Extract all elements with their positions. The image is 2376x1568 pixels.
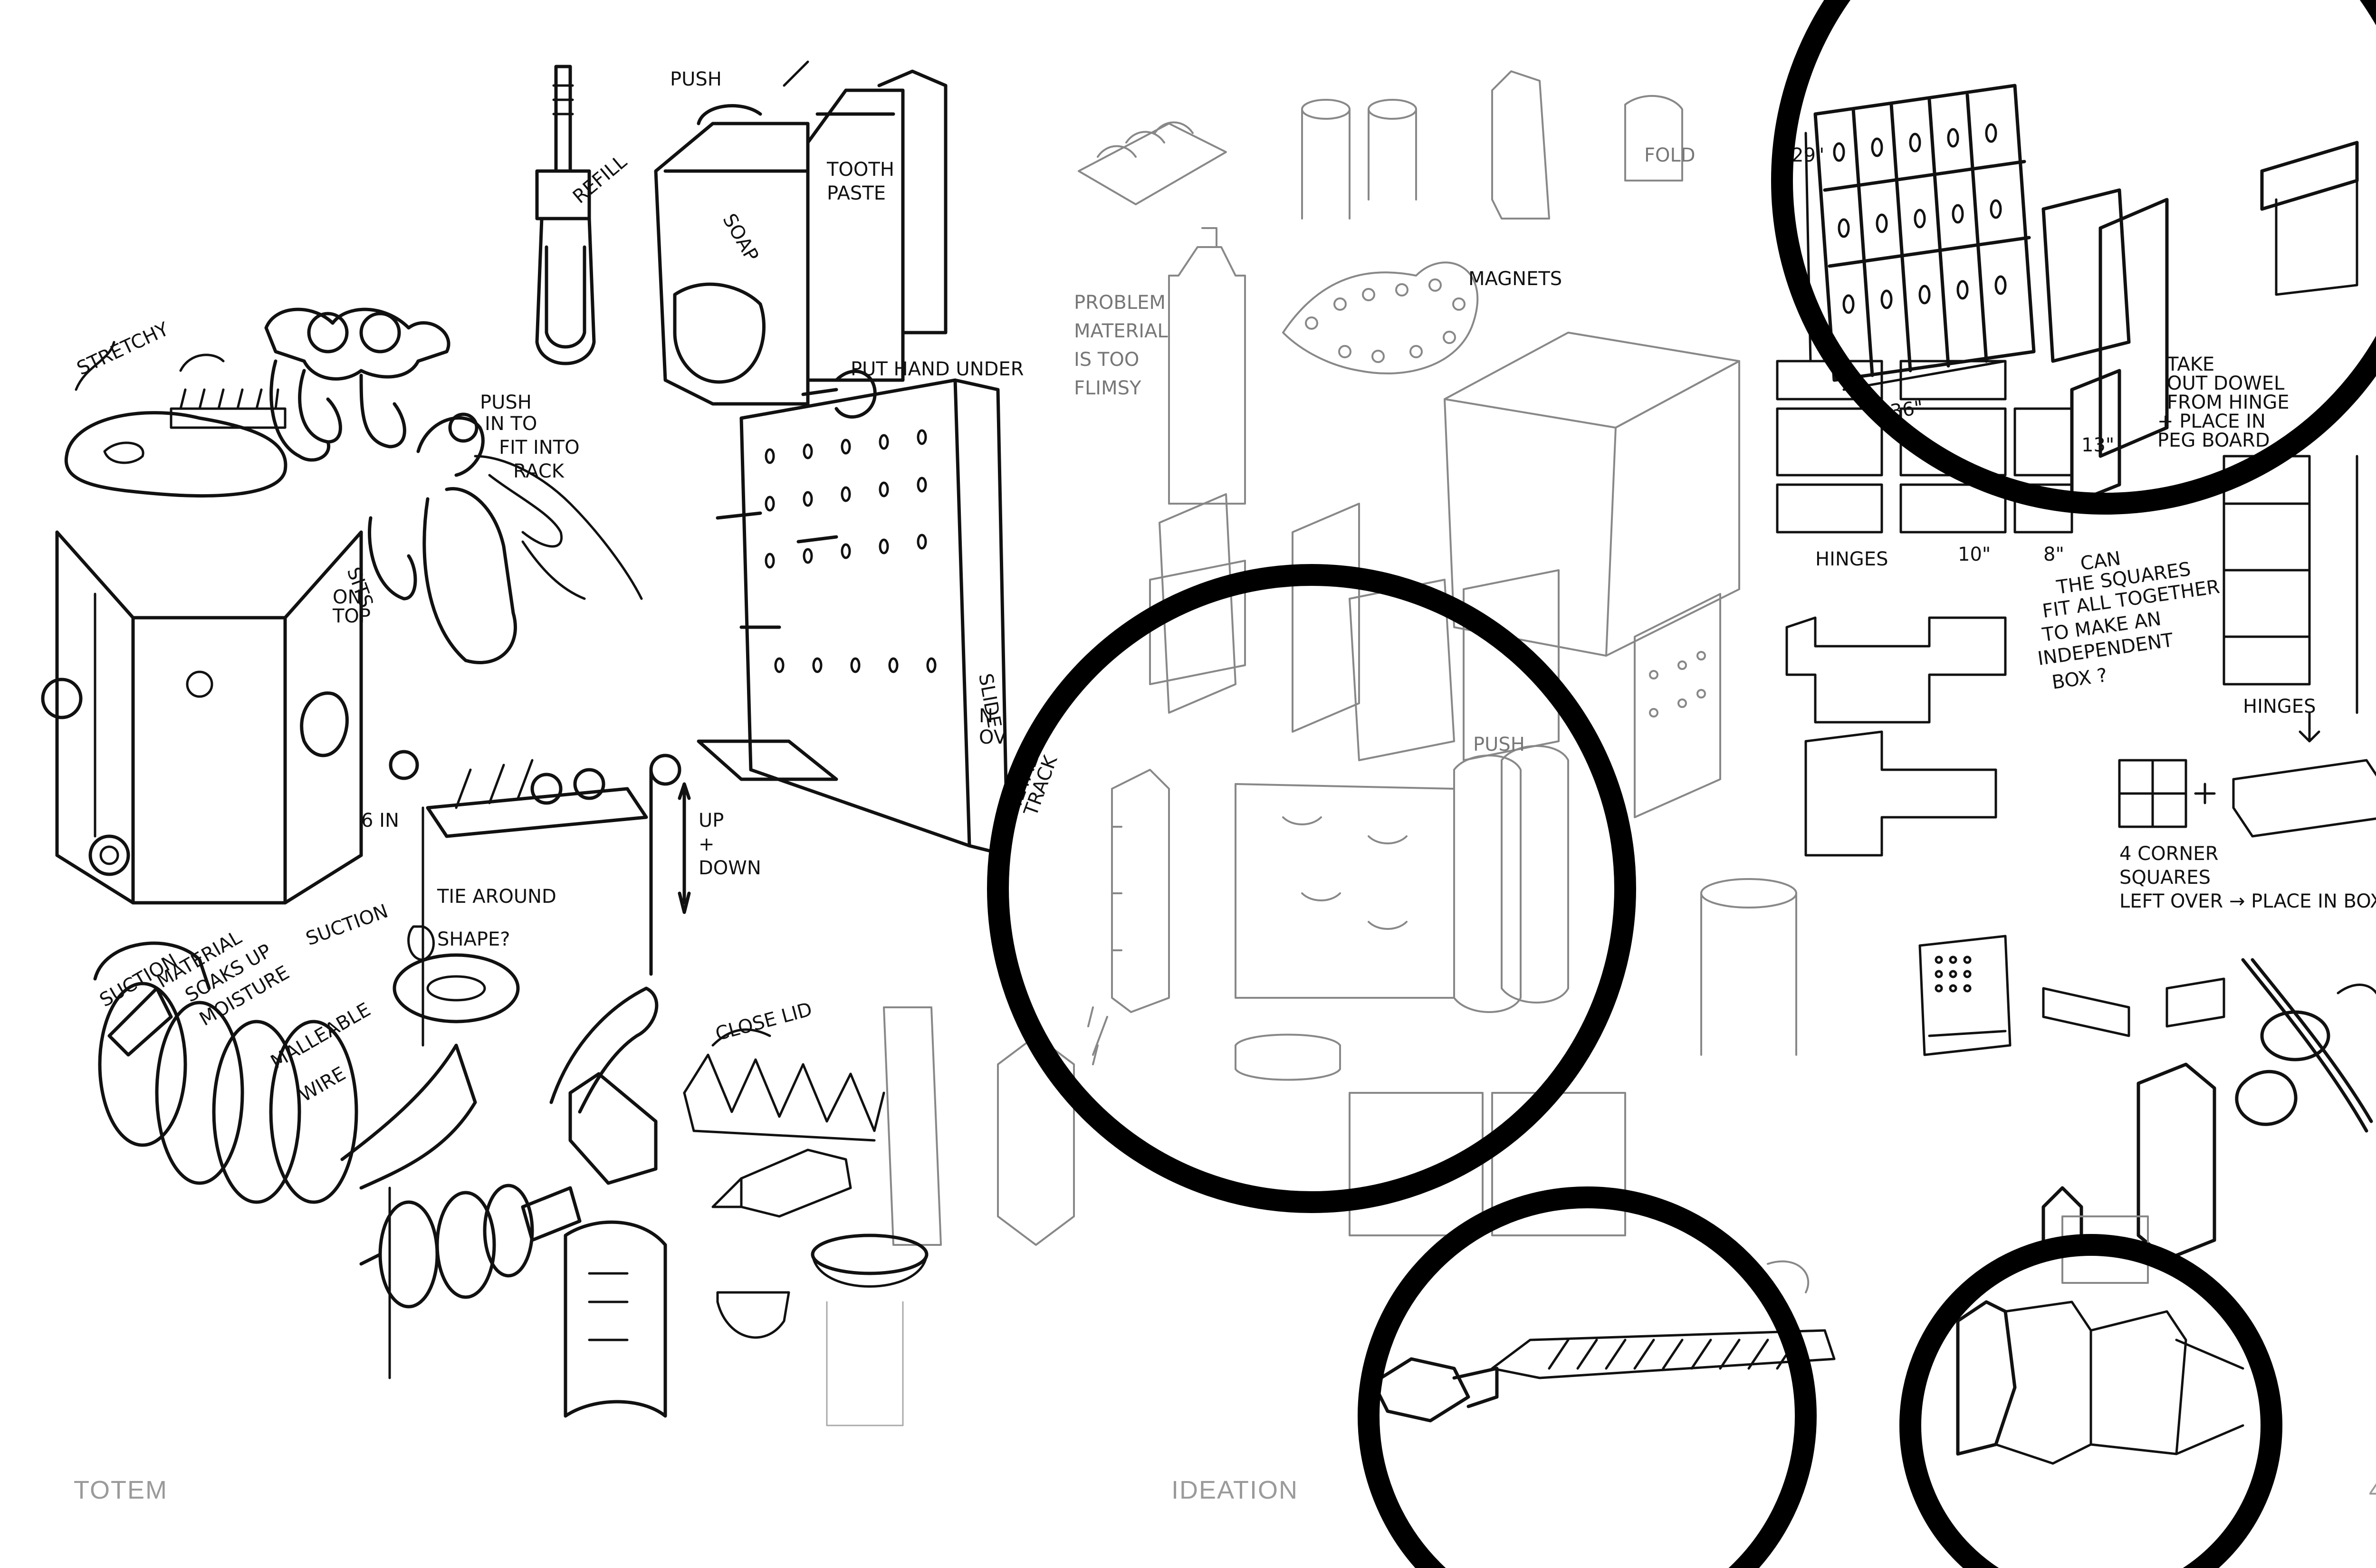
highlight-ring-bottom-right [1899, 1234, 2282, 1568]
wire-label: WIRE [296, 1063, 349, 1107]
put-hand-under-label: PUT HAND UNDER [851, 358, 1024, 380]
dim-13-label: 13" [2081, 434, 2114, 456]
goggle-holder-sketch [264, 307, 450, 462]
slide-label-3: OV [979, 727, 1007, 748]
roll-sketches: FOLD [1078, 70, 1696, 220]
take-label-5: PEG BOARD [2157, 430, 2270, 451]
magnet-panel-sketch: MAGNETS [1282, 261, 1562, 374]
close-lid-sketch: CLOSE LID [683, 998, 1075, 1246]
left-ink-sketches: STRETCHY PUSH IN TO FIT INTO RACK [41, 60, 1024, 1379]
sits-label-3: TOP [332, 605, 371, 627]
highlight-rings [987, 0, 2376, 1568]
center-pencil-sketches: CLOSE LID [564, 998, 1075, 1426]
page-number: 4 [2369, 1475, 2376, 1505]
problem-label-3: IS TOO [1074, 349, 1139, 371]
toothpaste-label-2: PASTE [827, 182, 886, 204]
ring-holder-sketch [359, 986, 659, 1379]
push-in-label-3: FIT INTO [499, 437, 580, 459]
hand-icon: PUSH IN TO FIT INTO RACK [368, 392, 643, 664]
corner-label-3: LEFT OVER → PLACE IN BOX [2119, 890, 2376, 912]
take-label-4: + PLACE IN [2157, 411, 2266, 432]
highlight-ring-bottom-center [1358, 1186, 1817, 1568]
push-in-label-4: RACK [513, 460, 565, 482]
highlight-ring-top-right [1771, 0, 2376, 515]
hinge-grid-sketch: 13" HINGES 10" 8" CAN THE SQUARES FIT AL… [1776, 360, 2376, 912]
take-label-1: TAKE [2166, 354, 2214, 375]
problem-label-4: FLIMSY [1074, 377, 1141, 399]
circled-detail-bottom-right [1956, 1215, 2244, 1465]
take-label-2: OUT DOWEL [2167, 373, 2285, 394]
corner-label-1: 4 CORNER [2119, 843, 2218, 865]
soap-label: SOAP [718, 210, 763, 265]
push-small-label: PUSH [1473, 734, 1525, 755]
fold-label: FOLD [1644, 144, 1696, 166]
sits-label-2: ON [333, 586, 362, 608]
footer-title: TOTEM [74, 1476, 168, 1504]
toothbrush-icon: REFILL [535, 65, 632, 365]
hinges-right-label: HINGES [2243, 696, 2316, 717]
push-top-label: PUSH [670, 68, 722, 90]
soap-dispenser-icon: SOAP TOOTH PASTE PUSH PUT HAND UNDER [654, 60, 1024, 406]
up-down-label-2: + [699, 833, 715, 855]
pegboard-diagram-top-right: 29" 36" TAKE OUT DOWEL FROM HINGE + PLAC… [1792, 84, 2359, 506]
push-in-label-2: IN TO [485, 413, 537, 435]
dim-10-label: 10" [1958, 544, 1991, 565]
lower-right-sketches [1918, 935, 2376, 1261]
up-down-label-3: DOWN [699, 857, 761, 879]
highlight-ring-center [987, 564, 1636, 1213]
stretchy-label: STRETCHY [74, 318, 172, 380]
bottle-sketch: PROBLEM MATERIAL IS TOO FLIMSY [1074, 227, 1246, 505]
malleable-label: MALLEABLE [267, 999, 374, 1073]
shape-label: SHAPE? [437, 928, 510, 950]
tie-around-label: TIE AROUND [437, 886, 556, 908]
problem-label-2: MATERIAL [1074, 320, 1168, 342]
refill-label: REFILL [569, 151, 632, 208]
hinges-left-label: HINGES [1815, 548, 1888, 570]
pegboard-icon: SLIDE N OV [697, 370, 1009, 857]
can-label-6: BOX ? [2050, 664, 2108, 694]
slide-label-2: N [979, 705, 993, 727]
problem-label-1: PROBLEM [1074, 292, 1166, 314]
footer-section: IDEATION [1171, 1476, 1299, 1504]
corner-label-2: SQUARES [2119, 867, 2211, 889]
suction-mid-label: SUCTION [303, 900, 391, 950]
box-icon [1159, 332, 1797, 1056]
dim-29-label: 29" [1792, 144, 1824, 166]
dim-8-label: 8" [2043, 544, 2064, 565]
close-lid-label: CLOSE LID [713, 998, 814, 1045]
hexagon-panel-sketch [41, 530, 363, 905]
cylinder-holder-sketch [564, 1220, 929, 1426]
up-down-label-1: UP [699, 810, 724, 832]
push-in-label-1: PUSH [480, 392, 532, 413]
right-pencil-sketches: FOLD PROBLEM MATERIAL IS TOO FLIMSY MAGN… [1074, 70, 2376, 1261]
take-label-3: FROM HINGE [2167, 392, 2290, 413]
magnets-label: MAGNETS [1468, 268, 1562, 290]
six-in-label: 6 IN [361, 810, 399, 832]
toothpaste-label-1: TOOTH [826, 159, 894, 181]
stretchy-sponge-sketch: STRETCHY [64, 318, 287, 497]
rack-sketch: 6 IN TIE AROUND SHAPE? UP + DOWN SITS ON… [300, 564, 761, 1047]
